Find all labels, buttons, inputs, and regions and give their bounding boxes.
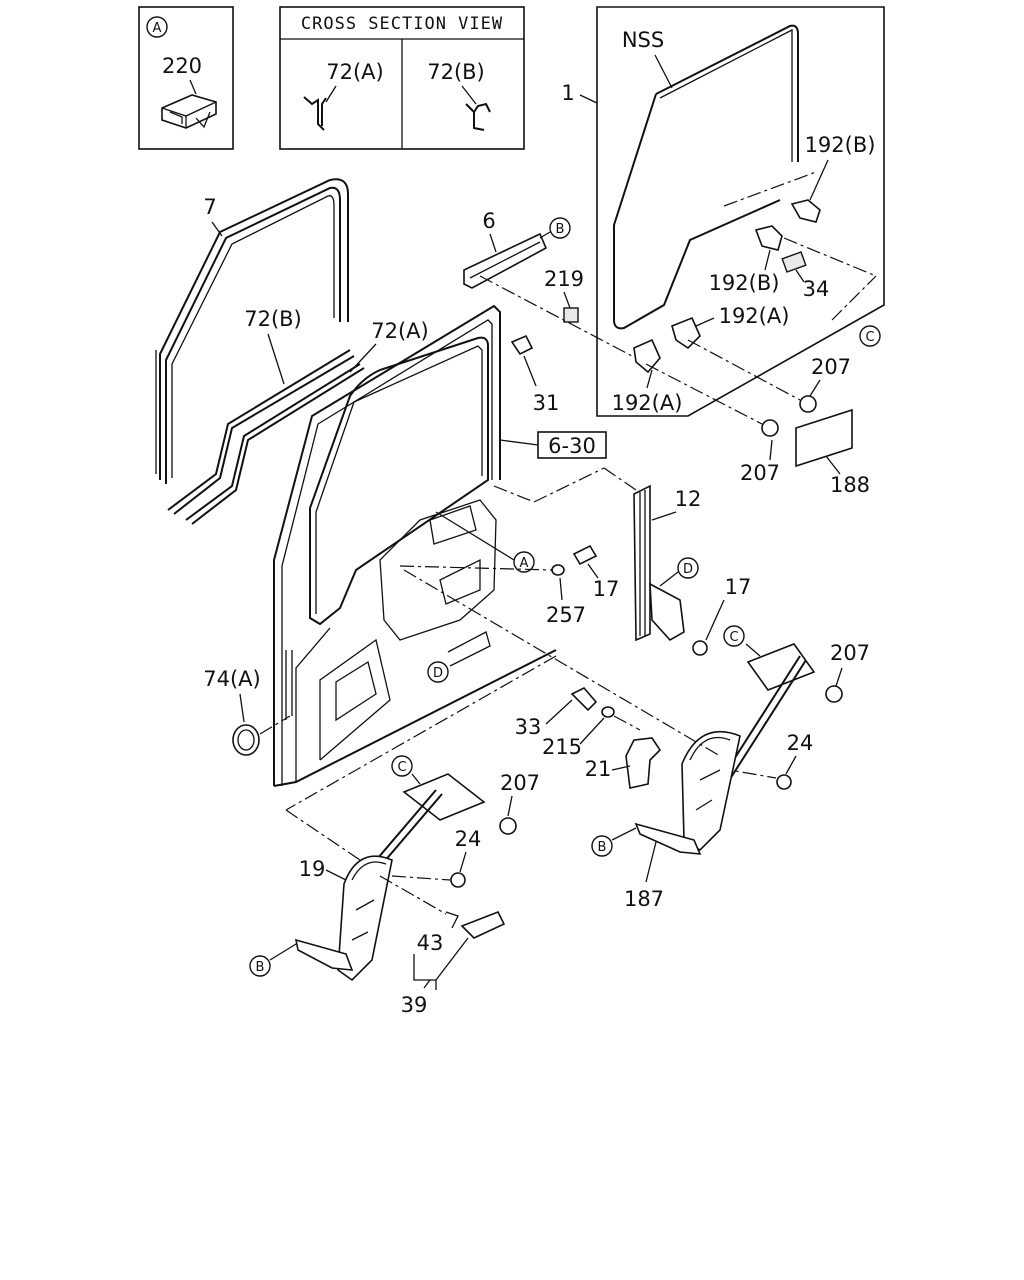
grommet-74a-icon — [232, 724, 260, 756]
seal-profile-b-icon — [465, 102, 491, 131]
part-label-39: 39 — [401, 993, 428, 1017]
clip-220-icon — [161, 94, 217, 129]
channel-12-icon — [633, 484, 651, 642]
strip-72b — [167, 349, 355, 515]
strip-72a — [185, 363, 365, 525]
ref-marker-d-left: D — [433, 666, 443, 681]
screw-207-c-icon — [825, 685, 843, 703]
screw-207-a-icon — [799, 395, 817, 413]
bracket-192b-lower-icon — [754, 225, 783, 251]
glass-assembly-box: NSS 1 192(B) 192(B) 34 192(A) 192(A) C — [561, 6, 885, 417]
part-label-257: 257 — [546, 603, 586, 627]
ref-box-label: 6-30 — [548, 434, 596, 458]
screw-207-d-icon — [499, 817, 517, 835]
part-label-33: 33 — [515, 715, 542, 739]
bolt-24-b-icon — [450, 872, 466, 888]
run-channel-7 — [155, 178, 349, 484]
part-label-192b-lower: 192(B) — [709, 271, 780, 295]
part-label-1: 1 — [561, 81, 574, 105]
part-label-17-a: 17 — [593, 577, 620, 601]
washer-257-icon — [551, 564, 565, 576]
bracket-192a-left-icon — [633, 338, 661, 374]
ref-marker-a: A — [520, 556, 529, 571]
seal-profile-a-icon — [303, 96, 325, 131]
part-label-219: 219 — [544, 267, 584, 291]
washer-215-icon — [601, 706, 615, 718]
ref-marker-c-glass: C — [865, 330, 874, 345]
part-label-215: 215 — [542, 735, 582, 759]
cross-section-box: CROSS SECTION VIEW 72(A) 72(B) — [279, 6, 525, 150]
ref-marker-c-left: C — [397, 760, 406, 775]
part-label-74a: 74(A) — [203, 667, 260, 691]
door-panel — [273, 304, 557, 787]
bracket-192b-upper-icon — [790, 199, 821, 223]
clip-43-icon — [445, 911, 459, 929]
clip-219-icon — [563, 307, 579, 323]
plug-31-icon — [510, 334, 534, 356]
handle-39-icon — [460, 910, 506, 939]
ref-marker-b-left: B — [256, 960, 265, 975]
bolt-17-a-icon — [572, 544, 598, 566]
cross-section-right-label: 72(B) — [427, 60, 485, 84]
part-label-72a: 72(A) — [371, 319, 428, 343]
ref-marker-c-right: C — [729, 630, 738, 645]
part-label-207-b: 207 — [740, 461, 780, 485]
ref-marker-b-right: B — [598, 840, 607, 855]
cross-section-title: CROSS SECTION VIEW — [301, 14, 503, 34]
bolt-24-a-icon — [776, 774, 792, 790]
catch-21-icon — [625, 737, 662, 789]
part-label-31: 31 — [533, 391, 560, 415]
part-label-187: 187 — [624, 887, 664, 911]
part-label-21: 21 — [585, 757, 612, 781]
screw-33-icon — [570, 687, 598, 712]
inset-a-marker: A — [153, 21, 162, 36]
clip-34-icon — [781, 251, 807, 273]
cross-section-left-label: 72(A) — [326, 60, 383, 84]
part-label-192a-right: 192(A) — [719, 304, 790, 328]
part-label-17-b: 17 — [725, 575, 752, 599]
ref-marker-d-right: D — [683, 562, 693, 577]
part-label-207-d: 207 — [500, 771, 540, 795]
part-label-207-c: 207 — [830, 641, 870, 665]
nss-label: NSS — [622, 28, 664, 52]
part-label-72b: 72(B) — [244, 307, 302, 331]
part-label-7: 7 — [203, 195, 216, 219]
label-188-icon — [795, 408, 853, 468]
part-label-43: 43 — [417, 931, 444, 955]
bracket-192a-right-icon — [671, 316, 701, 350]
inset-a-box: A 220 — [138, 6, 234, 150]
part-label-24-a: 24 — [787, 731, 814, 755]
part-label-24-b: 24 — [455, 827, 482, 851]
regulator-187: B — [591, 655, 807, 857]
part-label-34: 34 — [803, 277, 830, 301]
part-label-207-a: 207 — [811, 355, 851, 379]
tape-right-icon — [746, 643, 816, 691]
part-label-188: 188 — [830, 473, 870, 497]
part-label-192a-left: 192(A) — [612, 391, 683, 415]
part-label-192b-upper: 192(B) — [805, 133, 876, 157]
bolt-17-b-icon — [692, 640, 708, 656]
part-label-12: 12 — [675, 487, 702, 511]
part-label-19: 19 — [299, 857, 326, 881]
part-label-6: 6 — [482, 209, 495, 233]
ref-marker-b-top: B — [556, 222, 565, 237]
regulator-19: B — [249, 789, 443, 982]
screw-207-b-icon — [761, 419, 779, 437]
glass-panel — [613, 24, 799, 330]
guide-6-icon — [463, 232, 548, 289]
part-label-220: 220 — [162, 54, 202, 78]
